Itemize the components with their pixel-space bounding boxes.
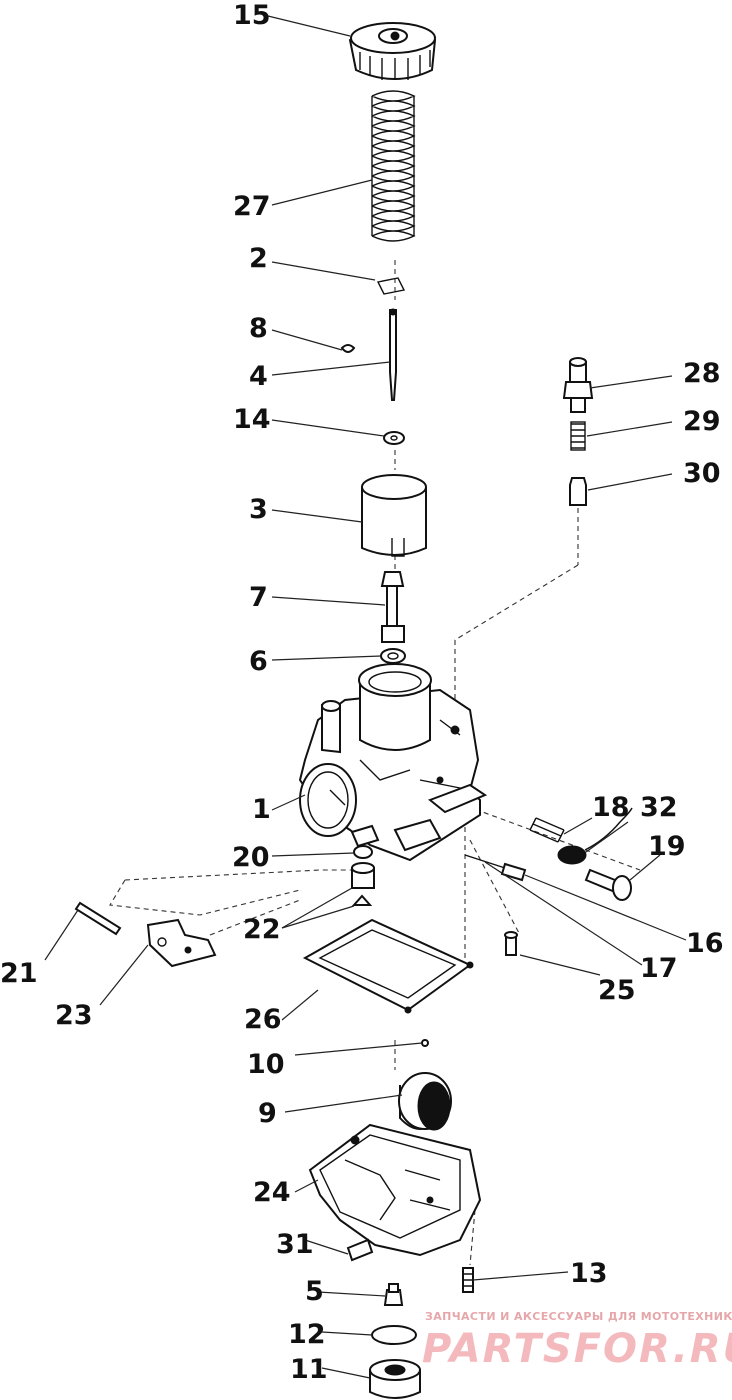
float-pin [421,1039,429,1047]
throttle-valve-spring [370,90,416,245]
carburetor-body [298,663,488,862]
bowl-screw [504,931,518,956]
callout-24: 24 [253,1177,291,1208]
callout-16: 16 [686,928,724,959]
throttle-stop-o-ring [557,807,633,865]
pilot-jet [353,845,373,859]
callout-29: 29 [683,406,721,437]
callout-10: 10 [247,1049,285,1080]
watermark-logo: PARTSFOR.RU [422,1326,732,1372]
callout-7: 7 [249,582,268,613]
watermark-tagline: ЗАПЧАСТИ И АКСЕССУАРЫ ДЛЯ МОТОТЕХНИКИ [425,1310,732,1323]
float-arm [146,918,217,968]
main-jet [351,862,375,906]
mixing-chamber-cap [348,22,437,80]
callout-21: 21 [0,958,38,989]
callout-15: 15 [233,0,271,31]
callout-20: 20 [232,842,270,873]
callout-6: 6 [249,646,268,677]
float-bowl [308,1123,482,1257]
callout-labels: 15 27 2 8 4 14 3 7 6 1 20 22 21 23 26 10… [0,0,724,1385]
jet-needle [389,308,397,401]
throttle-stop-screw [584,868,632,901]
callout-5: 5 [305,1276,324,1307]
callout-26: 26 [244,1004,282,1035]
callout-32: 32 [640,792,678,823]
float [398,1072,452,1131]
callout-12: 12 [288,1319,326,1350]
float-bowl-gasket [302,918,474,1014]
watermark: ЗАПЧАСТИ И АКСЕССУАРЫ ДЛЯ МОТОТЕХНИКИ PA… [422,1310,732,1372]
callout-22: 22 [243,914,281,945]
needle-washer [383,431,405,445]
callout-1: 1 [252,794,271,825]
callout-11: 11 [290,1354,328,1385]
callout-8: 8 [249,313,268,344]
callout-2: 2 [249,243,268,274]
callout-23: 23 [55,1000,93,1031]
needle-clip [340,344,356,353]
needle-jet [380,571,405,643]
air-screw-spring [529,817,565,843]
drain-screw [346,1238,374,1262]
float-arm-pin [74,901,122,936]
throttle-valve-slide [361,474,427,557]
leader-lines [44,15,687,1379]
assembly-axis-lines [109,260,641,1266]
inlet-spring [570,421,586,451]
callout-4: 4 [249,361,268,392]
inlet-plunger [569,477,587,506]
callout-17: 17 [640,953,678,984]
fuel-inlet-fitting [562,357,594,413]
callout-31: 31 [276,1229,314,1260]
callout-13: 13 [570,1258,608,1289]
needle-retainer-plate [376,277,406,295]
bowl-plug [369,1359,421,1399]
bowl-bolt [462,1267,474,1293]
callout-27: 27 [233,191,271,222]
callout-3: 3 [249,494,268,525]
callout-19: 19 [648,831,686,862]
callout-9: 9 [258,1098,277,1129]
main-jet-lower [383,1283,404,1306]
callout-18: 18 [592,792,630,823]
callout-14: 14 [233,404,271,435]
needle-jet-o-ring [380,648,406,664]
callout-25: 25 [598,975,636,1006]
callout-30: 30 [683,458,721,489]
pilot-air-screw [464,854,527,882]
callout-28: 28 [683,358,721,389]
bowl-plug-o-ring [371,1325,417,1345]
